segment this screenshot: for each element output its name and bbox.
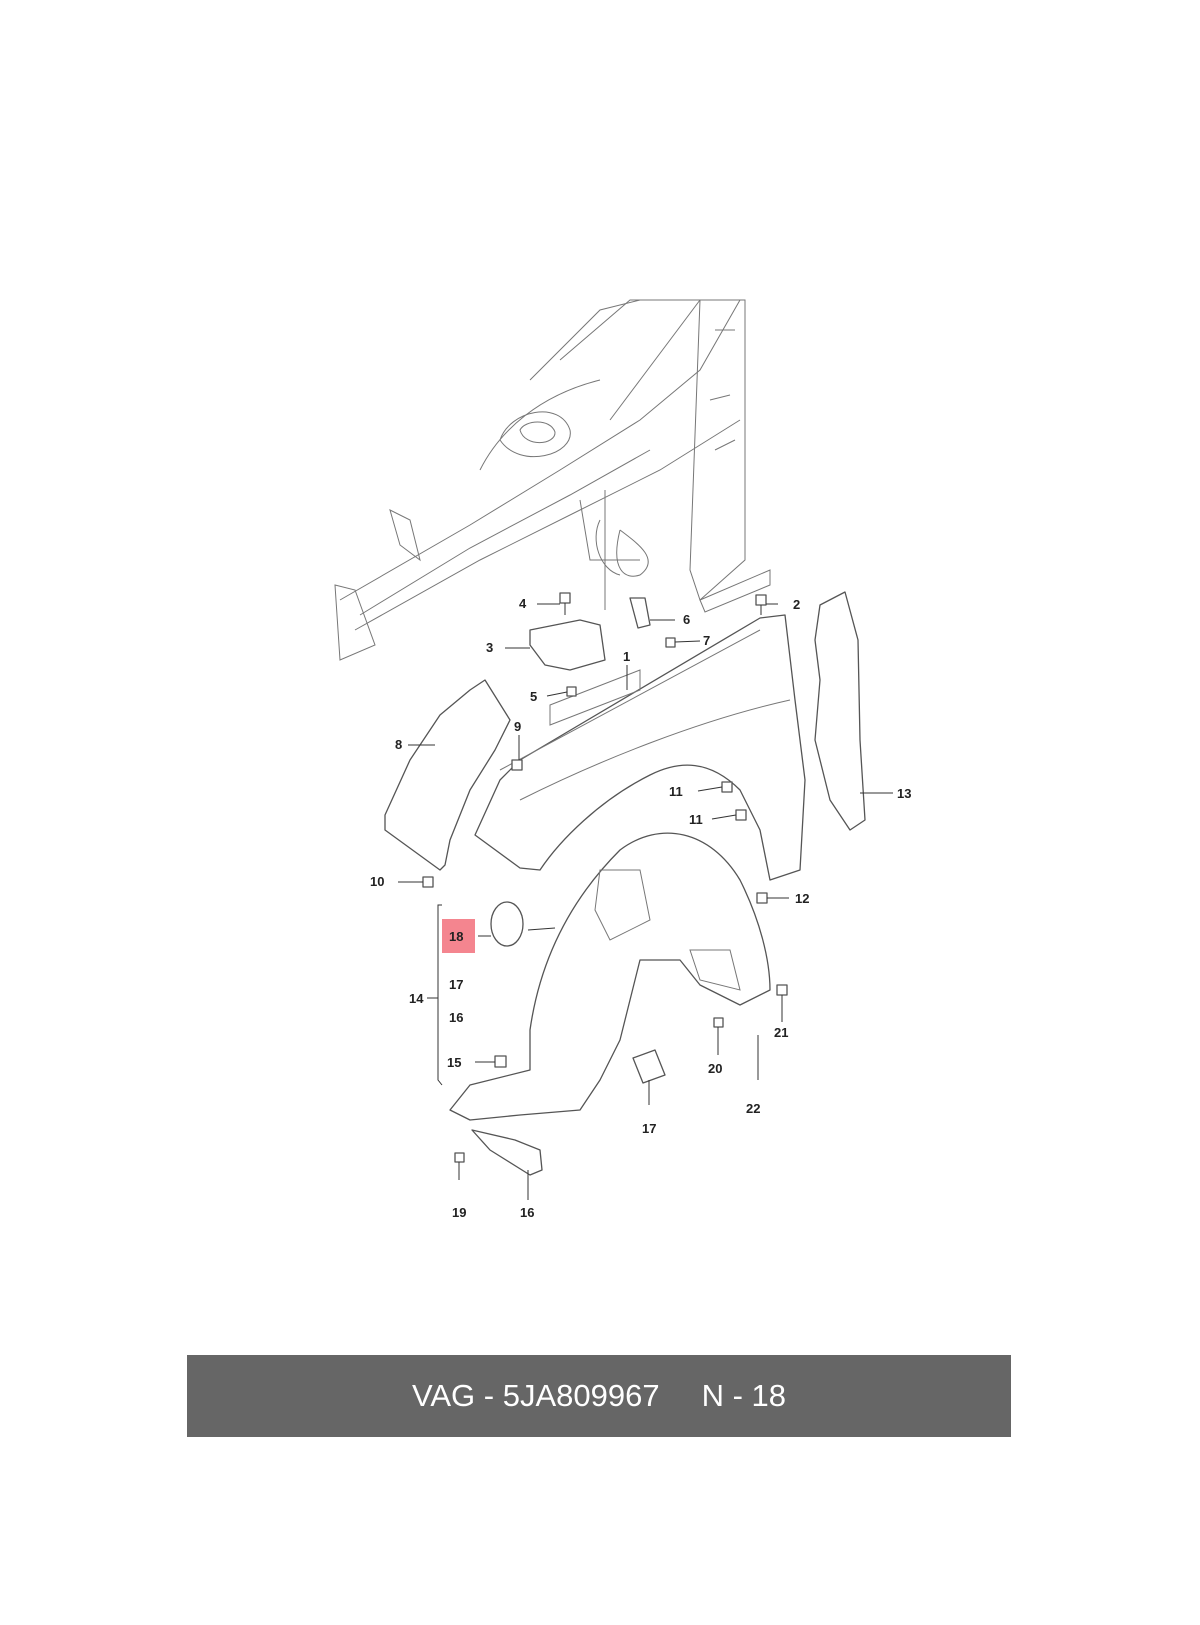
callout-7: 7 <box>703 633 710 648</box>
callout-9: 9 <box>514 719 521 734</box>
callout-11b: 11 <box>689 812 703 827</box>
highlight-box <box>442 919 475 953</box>
callout-17b: 17 <box>642 1121 656 1136</box>
callout-6: 6 <box>683 612 690 627</box>
callout-3: 3 <box>486 640 493 655</box>
callout-2: 2 <box>793 597 800 612</box>
part-number-banner: VAG - 5JA809967 N - 18 <box>187 1355 1011 1437</box>
body-structure <box>334 299 771 661</box>
patch-part-17 <box>632 1049 666 1084</box>
callout-17a: 17 <box>449 977 463 992</box>
patch-part-18 <box>490 901 524 947</box>
callout-20: 20 <box>708 1061 722 1076</box>
callout-10: 10 <box>370 874 384 889</box>
callout-1: 1 <box>623 649 630 664</box>
panel-part-8 <box>384 679 511 871</box>
fender-part <box>474 614 806 881</box>
bracket-part-3 <box>529 619 606 671</box>
callout-12: 12 <box>795 891 809 906</box>
callout-14: 14 <box>409 991 424 1006</box>
bracket-part-6 <box>629 597 651 629</box>
position-text: N - 18 <box>701 1378 786 1413</box>
fasteners <box>422 592 788 1180</box>
callout-4: 4 <box>519 596 527 611</box>
callout-22: 22 <box>746 1101 760 1116</box>
callout-5: 5 <box>530 689 537 704</box>
callout-16a: 16 <box>449 1010 463 1025</box>
callout-labels: 1 2 3 4 5 6 7 8 9 10 11 11 12 13 14 15 1… <box>370 596 911 1220</box>
callout-19: 19 <box>452 1205 466 1220</box>
callout-15: 15 <box>447 1055 461 1070</box>
guard-part-16 <box>471 1129 543 1176</box>
callout-11a: 11 <box>669 784 683 799</box>
callout-13: 13 <box>897 786 911 801</box>
callout-18: 18 <box>449 929 463 944</box>
leader-lines <box>398 603 893 1200</box>
callout-16b: 16 <box>520 1205 534 1220</box>
liner-part-14 <box>449 832 771 1121</box>
callout-21: 21 <box>774 1025 788 1040</box>
seal-part-13 <box>814 591 866 831</box>
callout-8: 8 <box>395 737 402 752</box>
part-number-text: VAG - 5JA809967 <box>412 1378 660 1413</box>
